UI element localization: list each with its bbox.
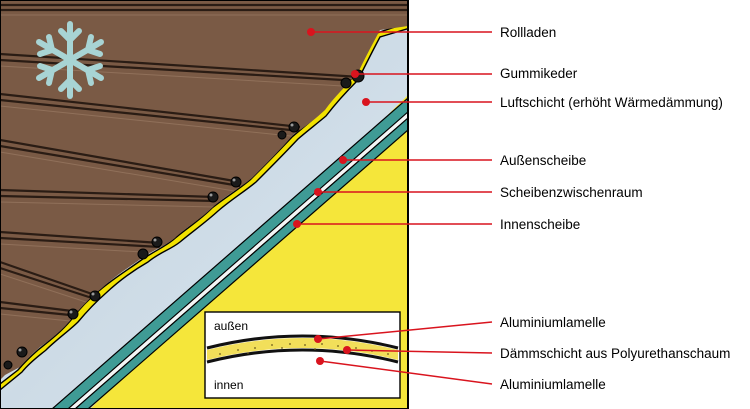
slat-detail-inset: außen innen [204,311,401,399]
callout-dots [293,28,370,365]
slat-highlights [0,14,408,323]
callout-lines [297,31,493,385]
snowflake-icon [36,21,104,99]
bead-shines [18,72,358,352]
cross-section: außen innen [0,0,408,409]
inset-inside-label: innen [214,378,243,392]
rubber-beads [3,69,365,370]
label-aussenscheibe: Außenscheibe [500,153,586,168]
inner-aluminium-sheet [206,348,399,364]
foam-dots [219,343,389,355]
inner-glass-pane [74,117,408,409]
label-scheibenzwischenraum: Scheibenzwischenraum [500,185,643,200]
leader-daemmschicht [346,349,493,354]
label-innenscheibe: Innenscheibe [500,217,580,232]
outer-glass-pane [51,97,408,409]
outer-aluminium-sheet [206,334,399,350]
leader-aluminiumlamelle-bottom [319,360,493,385]
pane-gap [67,111,408,409]
label-daemmschicht: Dämmschicht aus Polyurethanschaum [500,346,730,361]
label-luftschicht: Luftschicht (erhöht Wärmedämmung) [500,95,723,110]
slat-edges [0,3,408,318]
leader-aluminiumlamelle-top [317,321,493,340]
inset-outside-label: außen [214,319,248,333]
foam-layer [207,338,398,360]
label-gummikeder: Gummikeder [500,66,578,81]
label-aluminiumlamelle-bottom: Aluminiumlamelle [500,377,606,392]
diagram-frame [0,0,409,409]
label-rollladen: Rollladen [500,25,556,40]
label-aluminiumlamelle-top: Aluminiumlamelle [500,315,606,330]
